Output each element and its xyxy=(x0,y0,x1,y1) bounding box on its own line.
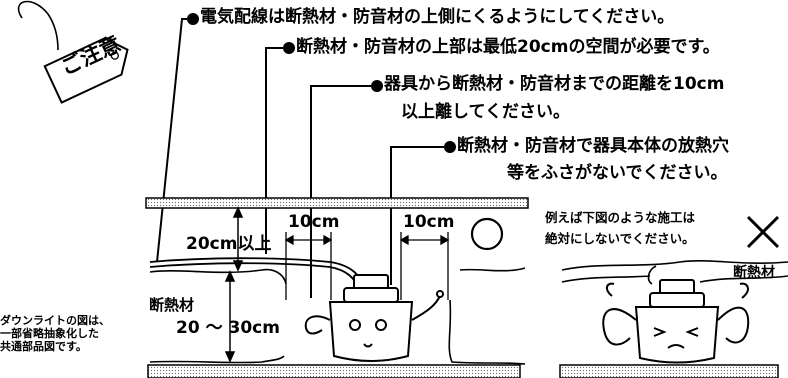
side-note-line1: ダウンライトの図は、 xyxy=(0,314,110,327)
ng-cross-symbol xyxy=(746,215,780,249)
thickness-arrow xyxy=(224,270,236,363)
callout-3: 器具から断熱材・防音材までの距離を10cm xyxy=(384,74,725,94)
clearance-arrow xyxy=(232,206,244,272)
warning-line1: 例えば下図のような施工は xyxy=(545,210,696,225)
thickness-label: 20 ～ 30cm xyxy=(176,318,280,338)
callout-4: 断熱材・防音材で器具本体の放熱穴 xyxy=(457,136,729,156)
floor-board-left xyxy=(147,364,521,378)
distance-label-left: 10cm xyxy=(288,212,340,232)
distance-label-right: 10cm xyxy=(403,212,455,232)
distance-guides xyxy=(284,232,450,300)
insulation-right xyxy=(561,260,788,285)
wiring-left xyxy=(149,257,365,291)
side-note-line3: 共通部品図です。 xyxy=(0,340,87,353)
clearance-label: 20cm以上 xyxy=(186,234,272,254)
callout-4-line2: 等をふさがないでください。 xyxy=(507,163,728,183)
ceiling-board xyxy=(145,197,529,209)
insulation-label-left: 断熱材 xyxy=(149,296,195,314)
callout-3-line2: 以上離してください。 xyxy=(401,102,570,122)
callout-leaders xyxy=(156,18,444,298)
floor-board-right xyxy=(559,364,779,378)
side-note-line2: 一部省略抽象化した xyxy=(0,327,99,340)
downlight-happy xyxy=(304,274,444,362)
ok-circle-symbol xyxy=(470,217,504,251)
insulation-left xyxy=(149,267,526,365)
warning-line2: 絶対にしないでください。 xyxy=(545,231,695,246)
callout-1: 電気配線は断熱材・防音材の上側にくるようにしてください。 xyxy=(200,7,675,27)
side-note: ダウンライトの図は、 一部省略抽象化した 共通部品図です。 xyxy=(0,314,150,353)
insulation-label-right: 断熱材 xyxy=(733,265,775,281)
callout-2: 断熱材・防音材の上部は最低20cmの空間が必要です。 xyxy=(296,37,720,57)
caution-tag xyxy=(17,0,129,104)
callout-dots xyxy=(187,13,456,153)
downlight-covered xyxy=(602,279,750,364)
